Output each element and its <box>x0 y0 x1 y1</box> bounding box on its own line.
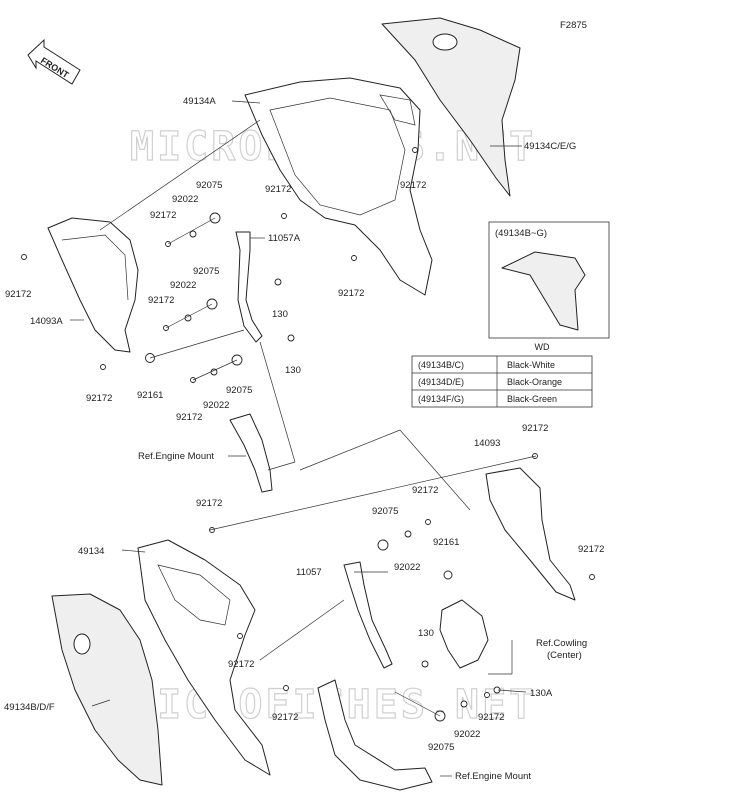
label-14093: 14093 <box>474 438 500 449</box>
bolt-92172-e <box>412 147 418 153</box>
inner-cowl-49134 <box>137 539 271 776</box>
inner-cowl-cutout <box>269 97 406 216</box>
color-name-1: Black-White <box>507 360 555 370</box>
label-92172-l: 92172 <box>412 485 438 496</box>
label-14093A: 14093A <box>30 316 63 327</box>
engine-mount-ref-lower <box>317 679 433 791</box>
color-name-3: Black-Green <box>507 394 557 404</box>
color-name-2: Black-Orange <box>507 377 562 387</box>
bolt-92161-b <box>443 570 453 580</box>
label-92172-j: 92172 <box>578 544 604 555</box>
bracket-11057A <box>235 231 263 343</box>
bolt-92172-j <box>484 692 490 698</box>
label-92172-d: 92172 <box>338 288 364 299</box>
color-table: (49134B/C) Black-White (49134D/E) Black-… <box>411 355 593 408</box>
label-92172-b: 92172 <box>265 184 291 195</box>
label-130-c: 130 <box>418 628 434 639</box>
bolt-92172-h <box>100 364 106 370</box>
color-code-1: (49134B/C) <box>418 360 464 370</box>
label-92075-d: 92075 <box>372 506 398 517</box>
bolt-92172-m <box>283 685 289 691</box>
label-92172-o: 92172 <box>478 712 504 723</box>
side-cowl-upper-right <box>381 17 521 197</box>
label-92172-n: 92172 <box>272 712 298 723</box>
label-92172-h: 92172 <box>86 393 112 404</box>
color-code-3: (49134F/G) <box>418 394 464 404</box>
bolt-130-a <box>274 278 282 286</box>
label-92022-d: 92022 <box>394 562 420 573</box>
side-cowl-lower-left <box>51 593 163 786</box>
side-panel-14093A <box>47 217 139 353</box>
label-92172-f: 92172 <box>148 295 174 306</box>
label-49134: 49134 <box>78 546 104 557</box>
bolt-92172-l <box>237 633 243 639</box>
bolt-92172-o <box>589 574 595 580</box>
label-130A: 130A <box>530 688 553 699</box>
inset-label: (49134B~G) <box>495 228 547 239</box>
washer-92022-e <box>460 700 468 708</box>
bolt-130-b <box>287 334 295 342</box>
label-11057A: 11057A <box>268 233 301 244</box>
bolt-130-c <box>421 660 429 668</box>
front-arrow-icon: FRONT <box>27 38 81 85</box>
label-92022-a: 92022 <box>172 194 198 205</box>
label-92022-c: 92022 <box>203 400 229 411</box>
side-panel-14093 <box>485 467 576 601</box>
cowl-hole <box>432 33 458 51</box>
part-labels: 49134A 49134C/E/G 92075 92022 92172 9217… <box>4 96 604 782</box>
label-92172-e: 92172 <box>5 289 31 300</box>
label-92172-a: 92172 <box>150 210 176 221</box>
inset-cowl-graphic <box>501 251 586 331</box>
label-92172-k: 92172 <box>196 498 222 509</box>
label-92172-c: 92172 <box>400 180 426 191</box>
bolt-92172-f <box>351 255 357 261</box>
label-92161-b: 92161 <box>433 537 459 548</box>
lower-cowl-hole <box>73 633 91 655</box>
label-92172-m: 92172 <box>228 659 254 670</box>
label-92172-g: 92172 <box>176 412 202 423</box>
label-92022-e: 92022 <box>454 729 480 740</box>
color-code-2: (49134D/E) <box>418 377 464 387</box>
bolt-92172-i <box>425 519 431 525</box>
leader-lines-top <box>70 100 522 471</box>
label-92075-a: 92075 <box>196 180 222 191</box>
washer-92075-d <box>377 539 389 551</box>
bolt-92172-k <box>209 527 215 533</box>
label-49134C-E-G: 49134C/E/G <box>524 141 576 152</box>
label-92075-b: 92075 <box>193 266 219 277</box>
side-panel-edge <box>61 234 129 301</box>
washer-92022-c <box>210 368 218 376</box>
label-11057: 11057 <box>296 567 322 578</box>
label-ref-engine-mount-2: Ref.Engine Mount <box>455 771 531 782</box>
label-92161-a: 92161 <box>137 390 163 401</box>
label-130-b: 130 <box>285 365 301 376</box>
bolt-92172-d <box>281 213 287 219</box>
bolt-92172-g <box>21 254 27 260</box>
label-49134A: 49134A <box>183 96 216 107</box>
label-130-a: 130 <box>272 309 288 320</box>
label-ref-cowling: Ref.Cowling <box>536 638 587 649</box>
engine-mount-ref-upper <box>229 413 273 493</box>
inner-cowl-49134A <box>244 77 433 296</box>
label-92022-b: 92022 <box>170 280 196 291</box>
figure-code: F2875 <box>560 20 587 31</box>
label-92075-c: 92075 <box>226 385 252 396</box>
label-ref-cowling-center: (Center) <box>547 650 582 661</box>
label-49134B-D-F: 49134B/D/F <box>4 702 55 713</box>
leader-lines-bottom <box>91 429 537 777</box>
label-ref-engine-mount-1: Ref.Engine Mount <box>138 451 214 462</box>
cowling-center-ref <box>439 599 489 669</box>
label-92075-e: 92075 <box>428 742 454 753</box>
wd-label: WD <box>535 342 550 352</box>
washer-92022-a <box>189 230 197 238</box>
bracket-11057 <box>343 561 393 669</box>
inner-cowl-lower-cutout <box>157 564 231 626</box>
inner-cowl-tab <box>379 94 416 126</box>
label-92172-i: 92172 <box>522 423 548 434</box>
washer-92022-d <box>404 530 412 538</box>
